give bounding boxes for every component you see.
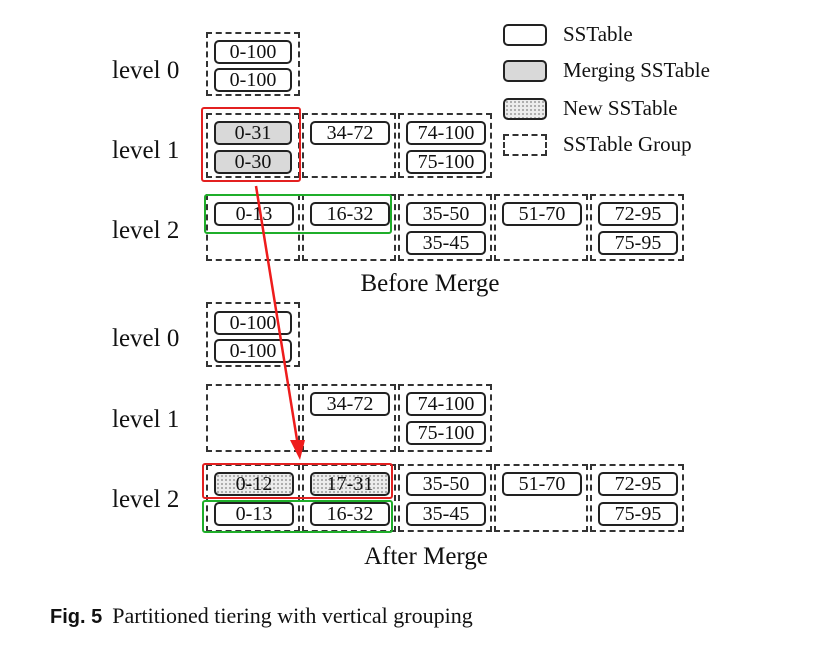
sstable: 75-100 (406, 421, 486, 445)
before-level-0-label: level 0 (112, 57, 180, 84)
sstable: 0-100 (214, 339, 292, 363)
before-level-1-label: level 1 (112, 137, 180, 164)
before-merge-caption: Before Merge (360, 270, 500, 297)
merge-target-highlight (204, 194, 392, 234)
figure-caption: Fig. 5 Partitioned tiering with vertical … (50, 603, 473, 629)
sstable-group: 34-72 (302, 113, 396, 178)
before-level-2-label: level 2 (112, 217, 180, 244)
sstable: 72-95 (598, 202, 678, 226)
arrow-head (290, 440, 305, 460)
sstable: 35-50 (406, 202, 486, 226)
sstable: 35-45 (406, 231, 486, 255)
sstable-group: 51-70 (494, 194, 588, 261)
sstable-group: 17-31 16-32 (302, 464, 396, 532)
sstable-group: 74-100 75-100 (398, 113, 492, 178)
sstable: 0-100 (214, 68, 292, 92)
legend-label-new: New SSTable (563, 96, 678, 120)
legend-swatch-merging (503, 60, 547, 82)
new-sstable: 0-12 (214, 472, 294, 496)
sstable: 16-32 (310, 202, 390, 226)
sstable: 35-45 (406, 502, 486, 526)
sstable-group: 51-70 (494, 464, 588, 532)
sstable: 72-95 (598, 472, 678, 496)
sstable-group: 72-95 75-95 (590, 464, 684, 532)
sstable-group: 34-72 (302, 384, 396, 452)
sstable: 51-70 (502, 472, 582, 496)
new-sstables-highlight (202, 463, 393, 499)
sstable: 51-70 (502, 202, 582, 226)
after-merge-caption: After Merge (364, 543, 488, 570)
legend-label-merging: Merging SSTable (563, 58, 710, 82)
figure-label: Fig. 5 (50, 606, 103, 628)
sstable-group: 0-12 0-13 (206, 464, 300, 532)
sstable: 35-50 (406, 472, 486, 496)
sstable: 0-100 (214, 311, 292, 335)
after-level-2-label: level 2 (112, 486, 180, 513)
sstable: 16-32 (310, 502, 390, 526)
sstable-group-empty (206, 384, 300, 452)
sstable-group: 0-100 0-100 (206, 32, 300, 96)
sstable: 75-95 (598, 231, 678, 255)
legend-swatch-sstable (503, 24, 547, 46)
old-level2-highlight (202, 500, 393, 533)
sstable: 34-72 (310, 121, 390, 145)
merging-sstable: 0-30 (214, 150, 292, 174)
after-level-1-label: level 1 (112, 406, 180, 433)
merge-diagram: SSTable Merging SSTable New SSTable SSTa… (112, 22, 710, 571)
sstable: 75-100 (406, 150, 486, 174)
new-sstable: 17-31 (310, 472, 390, 496)
sstable: 0-100 (214, 40, 292, 64)
sstable-group: 35-50 35-45 (398, 194, 492, 261)
figure-caption-text: Partitioned tiering with vertical groupi… (112, 603, 473, 628)
sstable: 74-100 (406, 121, 486, 145)
sstable: 74-100 (406, 392, 486, 416)
merging-sstable: 0-31 (214, 121, 292, 145)
sstable: 0-13 (214, 502, 294, 526)
legend-swatch-new (503, 98, 547, 120)
merge-arrow (254, 185, 305, 460)
merge-source-highlight (201, 107, 301, 182)
sstable-group: 35-50 35-45 (398, 464, 492, 532)
sstable: 75-95 (598, 502, 678, 526)
sstable-group: 74-100 75-100 (398, 384, 492, 452)
sstable-group: 0-31 0-30 (206, 113, 300, 178)
sstable-group: 0-100 0-100 (206, 302, 300, 367)
sstable: 34-72 (310, 392, 390, 416)
legend-label-group: SSTable Group (563, 132, 692, 156)
arrow-shaft (254, 185, 300, 447)
after-level-0-label: level 0 (112, 325, 180, 352)
legend-swatch-group (503, 134, 547, 156)
sstable-group: 72-95 75-95 (590, 194, 684, 261)
sstable: 0-13 (214, 202, 294, 226)
legend-label-sstable: SSTable (563, 22, 633, 46)
